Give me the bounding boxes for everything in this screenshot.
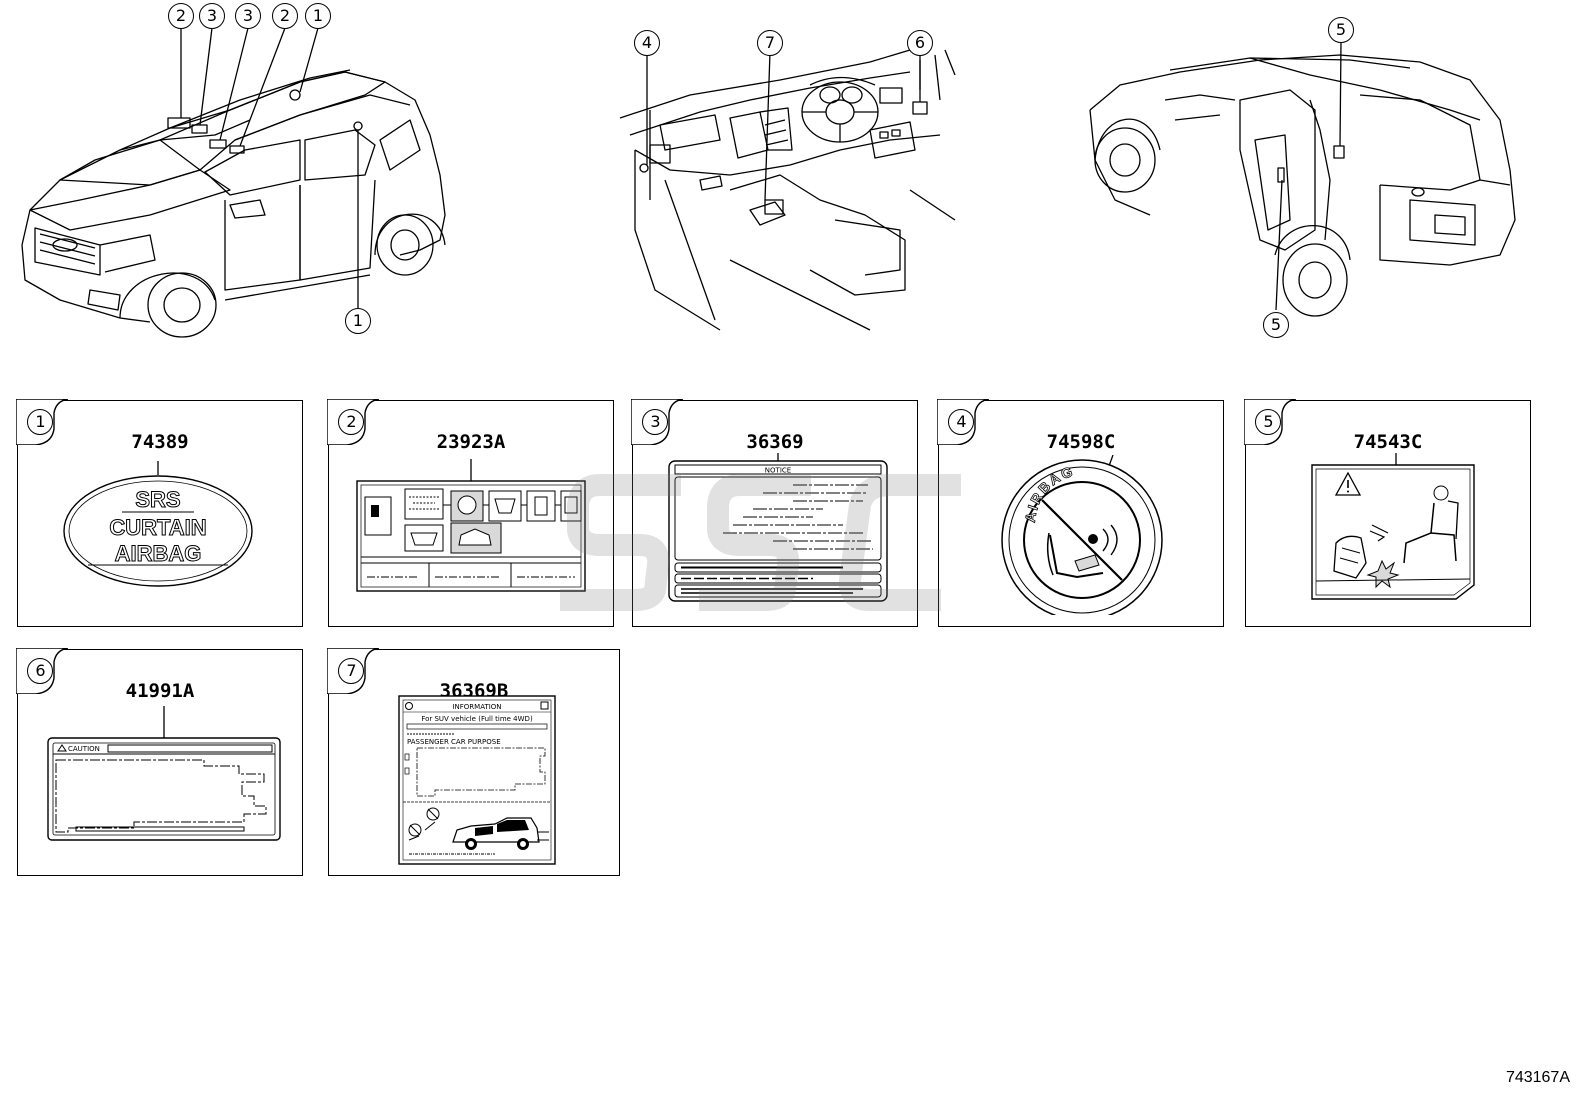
part-number: 41991A xyxy=(125,680,195,702)
part-number: 74543C xyxy=(1353,431,1423,453)
panel-tab: 1 xyxy=(16,399,69,446)
exterior-front-view xyxy=(21,27,446,338)
label-panel-7: 7 36369B INFORMATION For SUV vehicle (Fu… xyxy=(327,648,620,876)
panel-index: 7 xyxy=(338,658,365,685)
caution-header: CAUTION xyxy=(68,745,100,753)
interior-dashboard-view xyxy=(619,49,956,331)
exterior-rear-view xyxy=(1089,41,1516,317)
vehicle-location-views: 2 3 3 2 1 1 xyxy=(0,0,1592,350)
label-line-curtain: CURTAIN xyxy=(109,515,206,540)
label-panel-6: 6 41991A CAUTION xyxy=(16,648,303,876)
panel-index: 1 xyxy=(27,409,54,436)
child-seat-warning-label xyxy=(1311,453,1475,600)
information-header: INFORMATION xyxy=(452,703,501,711)
callout-5: 5 xyxy=(1328,17,1354,43)
callout-1: 1 xyxy=(345,308,371,334)
notice-label: NOTICE xyxy=(668,453,888,602)
airbag-warning-label: AIRBAG xyxy=(1001,455,1163,615)
panel-index: 6 xyxy=(27,658,54,685)
part-number: 36369 xyxy=(746,431,804,453)
callout-3: 3 xyxy=(199,3,225,29)
label-panel-5: 5 74543C xyxy=(1244,399,1531,627)
part-number: 23923A xyxy=(436,431,506,453)
srs-curtain-airbag-label: SRS CURTAIN AIRBAG xyxy=(63,461,253,587)
panel-tab: 4 xyxy=(937,399,990,446)
callout-3: 3 xyxy=(235,3,261,29)
part-number: 74598C xyxy=(1046,431,1116,453)
panel-tab: 6 xyxy=(16,648,69,695)
emission-procedure-label xyxy=(356,459,586,592)
callout-1: 1 xyxy=(305,3,331,29)
panel-tab: 5 xyxy=(1244,399,1297,446)
callout-6: 6 xyxy=(907,30,933,56)
panel-index: 3 xyxy=(642,409,669,436)
label-panel-1: 1 74389 SRS CURTAIN AIRBAG xyxy=(16,399,303,627)
callout-2: 2 xyxy=(168,3,194,29)
label-line-srs: SRS xyxy=(135,487,180,512)
drawing-number: 743167A xyxy=(1505,1069,1570,1086)
panel-tab: 2 xyxy=(327,399,380,446)
panel-tab: 3 xyxy=(631,399,684,446)
information-subtitle: For SUV vehicle (Full time 4WD) xyxy=(421,715,533,723)
panel-tab: 7 xyxy=(327,648,380,695)
callout-2: 2 xyxy=(272,3,298,29)
label-panel-3: 3 36369 NOTICE xyxy=(631,399,918,627)
label-panel-4: 4 74598C AIRBAG xyxy=(937,399,1224,627)
callout-4: 4 xyxy=(634,30,660,56)
part-number: 74389 xyxy=(131,431,189,453)
notice-header: NOTICE xyxy=(765,467,791,475)
callout-7: 7 xyxy=(757,30,783,56)
callout-5: 5 xyxy=(1263,312,1289,338)
panel-index: 4 xyxy=(948,409,975,436)
label-line-airbag: AIRBAG xyxy=(115,541,202,566)
panel-index: 2 xyxy=(338,409,365,436)
information-section: PASSENGER CAR PURPOSE xyxy=(407,738,501,746)
label-panel-2: 2 23923A xyxy=(327,399,614,627)
caution-label: CAUTION xyxy=(47,706,281,841)
information-label: INFORMATION For SUV vehicle (Full time 4… xyxy=(398,690,556,865)
panel-index: 5 xyxy=(1255,409,1282,436)
